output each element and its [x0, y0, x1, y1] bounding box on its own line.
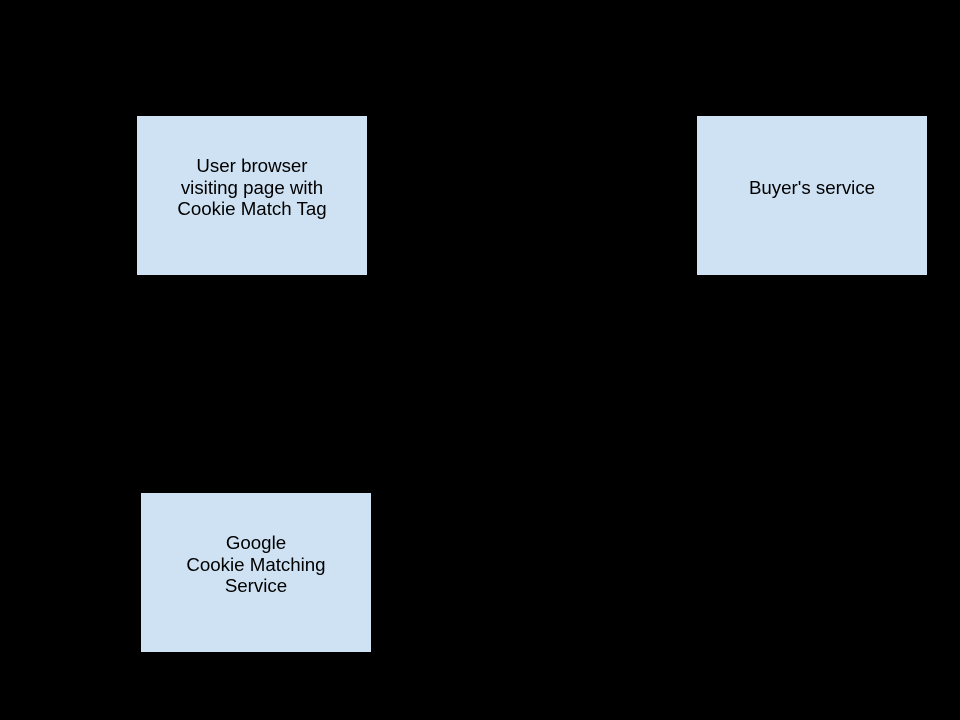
- node-buyers-service-label: Buyer's service: [748, 176, 876, 198]
- node-google-cookie-matching-service-label: Google Cookie Matching Service: [186, 532, 326, 597]
- node-google-cookie-matching-service: Google Cookie Matching Service: [140, 492, 372, 653]
- node-buyers-service: Buyer's service: [696, 115, 928, 276]
- node-user-browser: User browser visiting page with Cookie M…: [136, 115, 368, 276]
- node-user-browser-label: User browser visiting page with Cookie M…: [177, 155, 327, 220]
